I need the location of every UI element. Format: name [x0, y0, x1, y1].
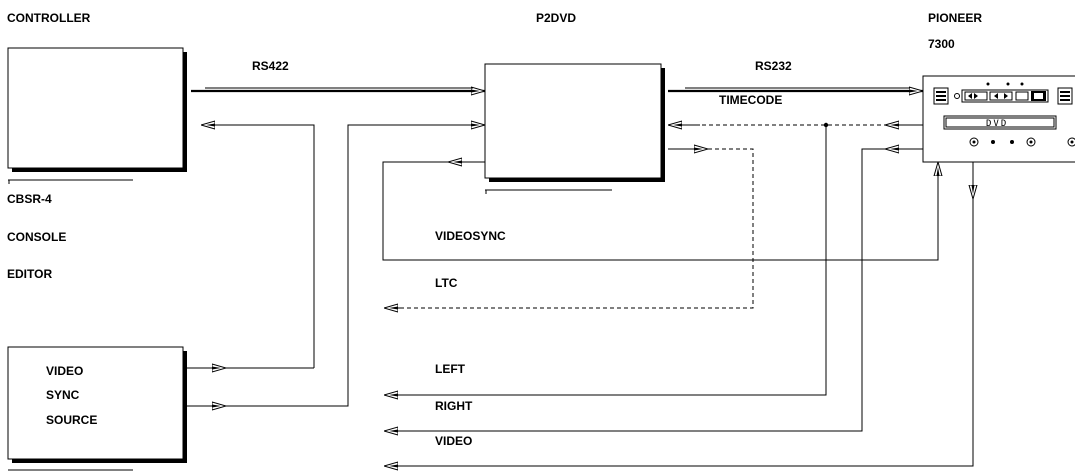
left-label: LEFT: [435, 362, 466, 376]
pioneer-deck: [922, 75, 1075, 163]
sync-source-box: [7, 346, 187, 463]
controller-box: [7, 47, 187, 172]
p2dvd-title: P2DVD: [536, 11, 576, 25]
controller-model: CBSR-4: [7, 192, 52, 206]
sync-source-line1: VIDEO: [46, 364, 83, 378]
sync-source-line2: SYNC: [46, 388, 80, 402]
right-label: RIGHT: [435, 399, 473, 413]
controller-type: CONSOLE: [7, 230, 66, 244]
controller-role: EDITOR: [7, 267, 52, 281]
videosync-line: [382, 161, 939, 261]
controller-title: CONTROLLER: [7, 11, 91, 25]
left-line: [384, 125, 827, 395]
ltc-label: LTC: [435, 276, 458, 290]
timecode-label: TIMECODE: [719, 93, 782, 107]
sync-to-p2dvd-line: [226, 125, 485, 407]
video-line: [384, 162, 974, 466]
sync-to-controller-line: [201, 125, 315, 368]
videosync-label: VIDEOSYNC: [435, 229, 506, 243]
rs422-label: RS422: [252, 59, 289, 73]
video-label: VIDEO: [435, 434, 472, 448]
rs232-label: RS232: [755, 59, 792, 73]
right-line: [384, 148, 923, 431]
p2dvd-box: [484, 63, 665, 182]
ltc-line: [400, 148, 754, 309]
sync-source-line3: SOURCE: [46, 413, 97, 427]
pioneer-display-text: DVD: [986, 119, 1008, 129]
pioneer-model: 7300: [928, 37, 955, 51]
pioneer-title: PIONEER: [928, 11, 982, 25]
